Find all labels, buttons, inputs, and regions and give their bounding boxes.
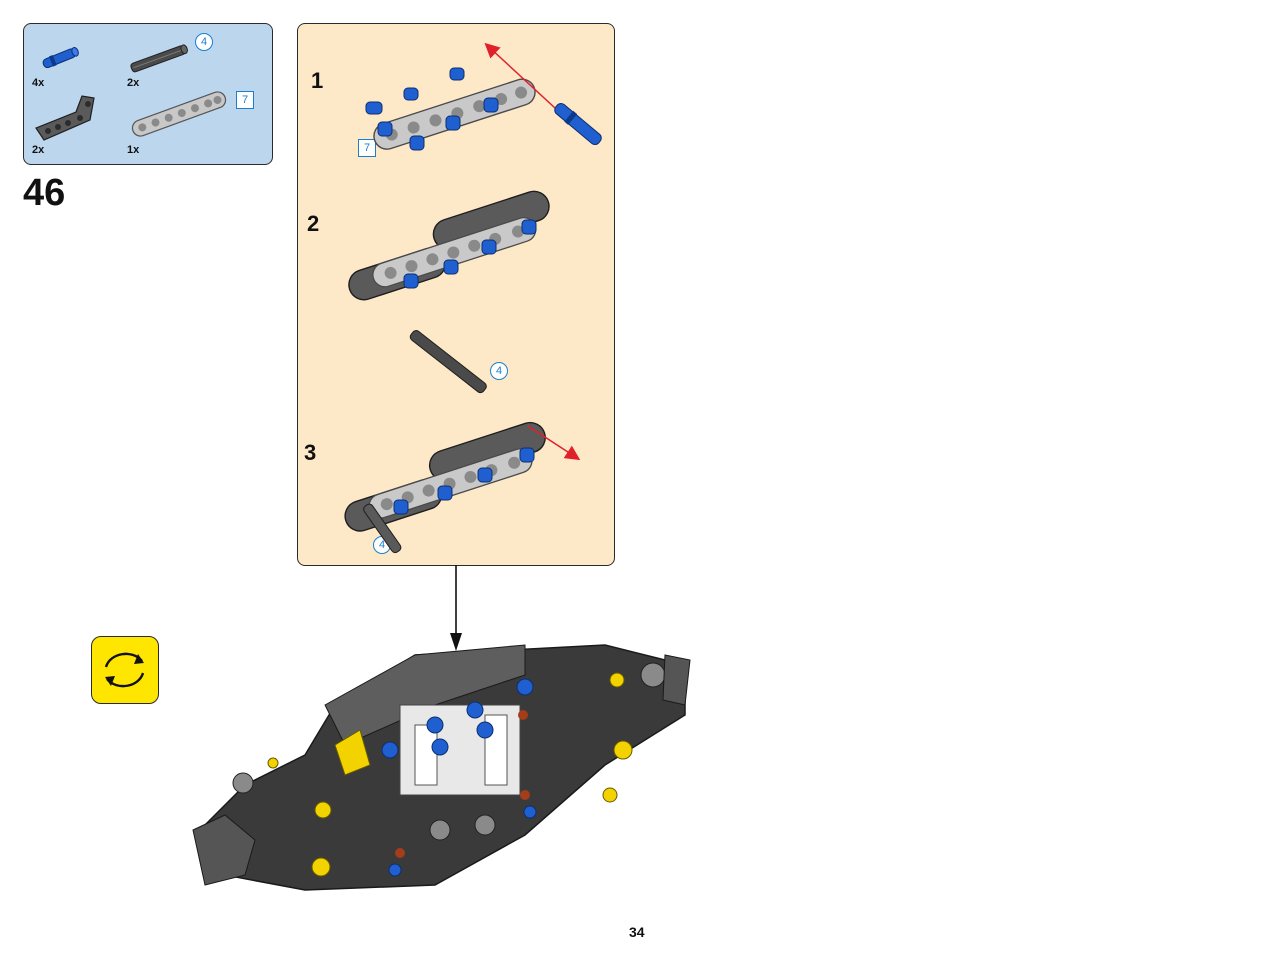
angled-beam-icon xyxy=(35,95,95,141)
axle-icon xyxy=(130,44,188,73)
length-badge: 4 xyxy=(195,33,213,51)
blue-pin-icon xyxy=(42,47,79,69)
part-qty: 2x xyxy=(32,144,45,156)
part-qty: 2x xyxy=(127,77,140,89)
substep-number: 3 xyxy=(304,440,317,465)
connector-arrow xyxy=(450,565,462,651)
substep-number: 2 xyxy=(307,211,320,236)
substep-number: 1 xyxy=(311,68,324,93)
length-badge: 4 xyxy=(490,362,508,380)
axle-illustration xyxy=(409,330,487,394)
length-badge: 7 xyxy=(236,91,254,109)
rotate-model-icon xyxy=(91,636,159,704)
step-number: 46 xyxy=(23,172,66,214)
substep-panel: 1 2 3 7 4 4 xyxy=(297,23,615,566)
substep-illustrations xyxy=(344,42,602,554)
substep-2-assembly xyxy=(348,190,550,301)
part-qty: 1x xyxy=(127,144,140,156)
substep-3-assembly xyxy=(344,421,581,554)
chassis-assembly-illustration xyxy=(192,644,691,891)
length-badge: 7 xyxy=(358,139,376,157)
substep-1-assembly xyxy=(365,42,602,151)
parts-list-panel: 4x 4 2x 2x 7 1x xyxy=(23,23,273,165)
page-number: 34 xyxy=(629,924,645,940)
part-qty: 4x xyxy=(32,77,45,89)
straight-beam-icon xyxy=(131,91,227,137)
